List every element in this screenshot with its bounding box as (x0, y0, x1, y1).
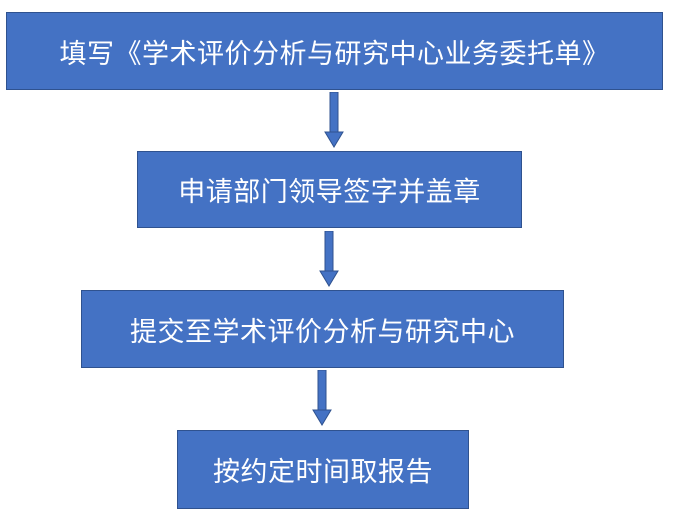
flow-step-fill-form: 填写《学术评价分析与研究中心业务委托单》 (6, 12, 663, 90)
flow-step-collect-report: 按约定时间取报告 (177, 430, 469, 509)
flow-step-label: 按约定时间取报告 (213, 457, 433, 488)
flow-step-label: 提交至学术评价分析与研究中心 (130, 316, 515, 348)
down-arrow-icon (312, 370, 332, 426)
flow-step-label: 申请部门领导签字并盖章 (178, 177, 481, 208)
down-arrow-icon (319, 231, 339, 287)
flow-step-submit: 提交至学术评价分析与研究中心 (81, 290, 564, 368)
flow-step-get-approval: 申请部门领导签字并盖章 (137, 151, 522, 228)
flow-step-label: 填写《学术评价分析与研究中心业务委托单》 (59, 38, 610, 70)
down-arrow-icon (324, 92, 344, 148)
